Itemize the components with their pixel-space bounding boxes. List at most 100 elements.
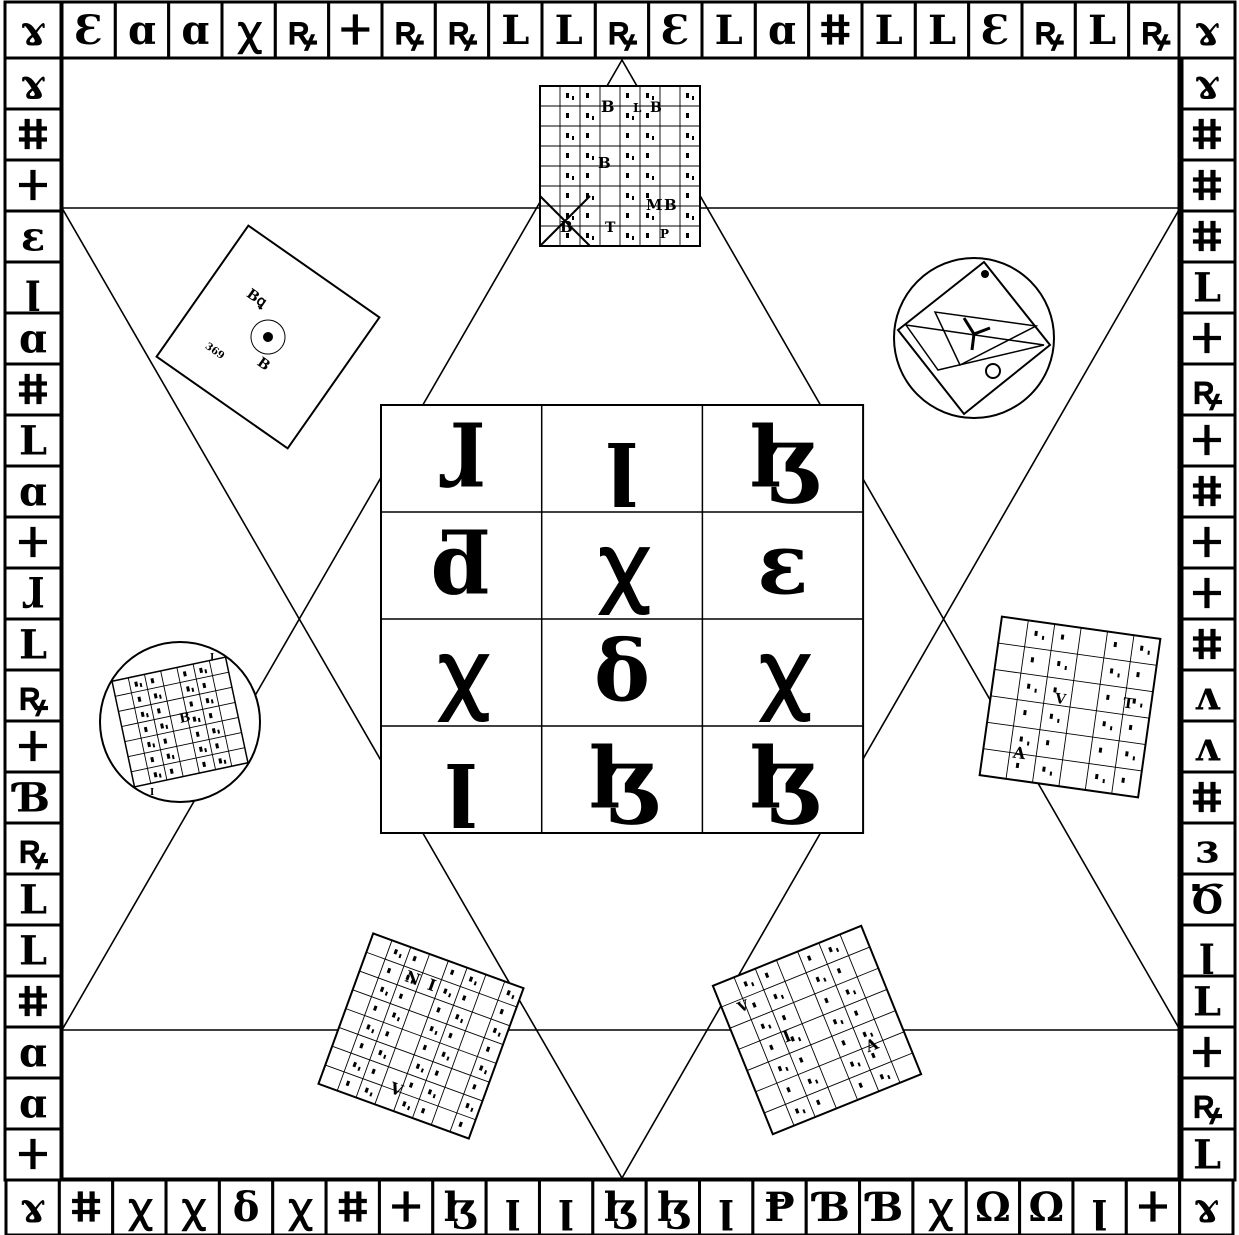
border-right-glyph-20: ⵜ	[1192, 1030, 1223, 1077]
border-bottom-glyph-12: ɮ	[604, 1184, 637, 1231]
border-right-glyph-8: ⵜ	[1192, 418, 1223, 465]
border-left-glyph-3: ⵜ	[18, 163, 49, 210]
border-left-glyph-13: ꝶ	[18, 673, 49, 720]
border-bottom-glyph-22: ⵜ	[1138, 1184, 1169, 1231]
border-top-glyph-13: L	[715, 7, 743, 54]
border-right-glyph-21: ꝶ	[1192, 1081, 1223, 1128]
border-right-glyph-18: ꞁ	[1199, 928, 1214, 975]
border-right-glyph-22: L	[1193, 1132, 1221, 1179]
border-top-glyph-20: L	[1088, 7, 1116, 54]
tablet-top-mark-3: L	[633, 101, 642, 115]
border-top-glyph-6: ⵜ	[340, 7, 371, 54]
border-bottom-glyph-17: Ɓ	[864, 1184, 903, 1231]
tablet-top-mark-9: P	[660, 227, 669, 241]
border-right-glyph-19: L	[1193, 979, 1221, 1026]
border-bottom-glyph-16: Ɓ	[811, 1184, 850, 1231]
border-left-glyph-17: L	[19, 877, 47, 924]
border-top-glyph-5: ꝶ	[287, 7, 318, 54]
border-right-glyph-15: ⵌ	[1191, 775, 1222, 822]
border-bottom-glyph-6: ꭓ	[287, 1184, 313, 1232]
border-top-glyph-21: ꝶ	[1140, 7, 1171, 54]
border-right-glyph-9: ⵌ	[1191, 469, 1222, 516]
border-bottom-glyph-15: Ᵽ	[765, 1184, 795, 1231]
border-left-glyph-6: ɑ	[19, 316, 47, 363]
tablet-top-mark-4: B	[598, 154, 611, 172]
border-top-glyph-19: ꝶ	[1034, 7, 1065, 54]
border-top-glyph-3: ɑ	[181, 7, 209, 54]
border-bottom-glyph-9: ɮ	[444, 1184, 477, 1231]
border-left-glyph-2: ⵌ	[17, 112, 48, 159]
border-bottom-glyph-8: ⵜ	[391, 1184, 422, 1231]
border-top-glyph-16: L	[875, 7, 903, 54]
tablet-lc-mark-1: I	[210, 653, 214, 663]
border-top-glyph-17: L	[928, 7, 956, 54]
center-glyph-r4c1: ꞁ	[445, 729, 477, 828]
center-glyph-grid: ɺꞁɮƌꭓɛꭓδꭓꞁɮɮ	[381, 405, 863, 833]
border-bottom-glyph-4: ꭓ	[181, 1184, 207, 1232]
center-glyph-r2c1: ƌ	[432, 515, 491, 614]
border-right-glyph-3: ⵌ	[1191, 163, 1222, 210]
border-left-glyph-16: ꝶ	[18, 826, 49, 873]
tablet-lc-mark-3: I	[150, 788, 154, 798]
border-bottom-glyph-11: ꞁ	[559, 1184, 574, 1231]
border-top-glyph-9: L	[501, 7, 529, 54]
border-bottom-glyph-23: ɤ	[1194, 1184, 1219, 1231]
border-left-glyph-15: Ɓ	[11, 775, 50, 822]
tablet-upper-right-circle	[894, 258, 1054, 418]
border-right-glyph-12: ⵌ	[1191, 622, 1222, 669]
border-top-glyph-15: ⵌ	[820, 7, 851, 54]
center-glyph-r1c1: ɺ	[437, 408, 485, 507]
border-bottom-glyph-21: ꞁ	[1092, 1184, 1107, 1231]
border-top-glyph-11: ꝶ	[607, 7, 638, 54]
border-left-glyph-19: ⵌ	[17, 979, 48, 1026]
border-left-glyph-20: ɑ	[19, 1030, 47, 1077]
border-top-glyph-2: ɑ	[128, 7, 156, 54]
border-left-glyph-14: ⵜ	[18, 724, 49, 771]
border-top-glyph-4: ꭓ	[237, 7, 263, 55]
border-right-glyph-14: ʌ	[1194, 724, 1221, 771]
border-right-glyph-7: ꝶ	[1192, 367, 1223, 414]
border-bottom-glyph-20: Ω	[1028, 1184, 1064, 1231]
center-glyph-r2c2: ꭓ	[598, 515, 651, 616]
tablet-top-mark-5: M	[646, 196, 663, 214]
tablet-right: V T A	[980, 617, 1161, 798]
center-glyph-r4c2: ɮ	[589, 729, 659, 828]
border-left-glyph-11: ɺ	[22, 571, 45, 618]
border-top-glyph-7: ꝶ	[394, 7, 425, 54]
border-left-glyph-22: ⵜ	[18, 1132, 49, 1179]
border-bottom-glyph-5: δ	[233, 1184, 260, 1231]
border-right-glyph-17: Ծ	[1189, 877, 1225, 924]
tablet-top-mark-7: T	[605, 220, 616, 236]
border-right-glyph-10: ⵜ	[1192, 520, 1223, 567]
center-glyph-r3c2: δ	[594, 622, 650, 721]
center-glyph-r1c3: ɮ	[749, 408, 819, 507]
tablet-top-mark-6: B	[664, 196, 677, 214]
border-bottom-glyph-3: ꭓ	[127, 1184, 153, 1232]
border-right-glyph-1: ɤ	[1194, 61, 1219, 108]
center-glyph-r2c3: ɛ	[757, 515, 808, 614]
border-right-glyph-2: ⵌ	[1191, 112, 1222, 159]
border-left-glyph-9: ɑ	[19, 469, 47, 516]
corner-glyph-2: ɤ	[1194, 7, 1219, 54]
border-left-glyph-18: L	[19, 928, 47, 975]
border-bottom-glyph-18: ꭓ	[928, 1184, 954, 1232]
border-right-glyph-4: ⵌ	[1191, 214, 1222, 261]
border-top-glyph-1: Ɛ	[74, 7, 103, 54]
center-glyph-r3c1: ꭓ	[437, 622, 490, 723]
border-bottom-glyph-7: ⵌ	[337, 1184, 368, 1231]
tablet-top-mark-1: B	[601, 97, 615, 116]
tablet-left-circle: B I I	[100, 642, 260, 802]
border-left-glyph-12: L	[19, 622, 47, 669]
border-bottom-glyph-13: ɮ	[657, 1184, 690, 1231]
border-top-glyph-8: ꝶ	[447, 7, 478, 54]
border-left-glyph-8: L	[19, 418, 47, 465]
border-top-glyph-12: Ɛ	[661, 7, 690, 54]
border-right-glyph-5: L	[1193, 265, 1221, 312]
border-right-glyph-6: ⵜ	[1192, 316, 1223, 363]
border-bottom-glyph-19: Ω	[975, 1184, 1011, 1231]
tablet-top-mark-2: B	[650, 100, 662, 116]
border-right-glyph-11: ⵜ	[1192, 571, 1223, 618]
corner-glyph-1: ɤ	[20, 7, 45, 54]
border-top-glyph-10: L	[555, 7, 583, 54]
